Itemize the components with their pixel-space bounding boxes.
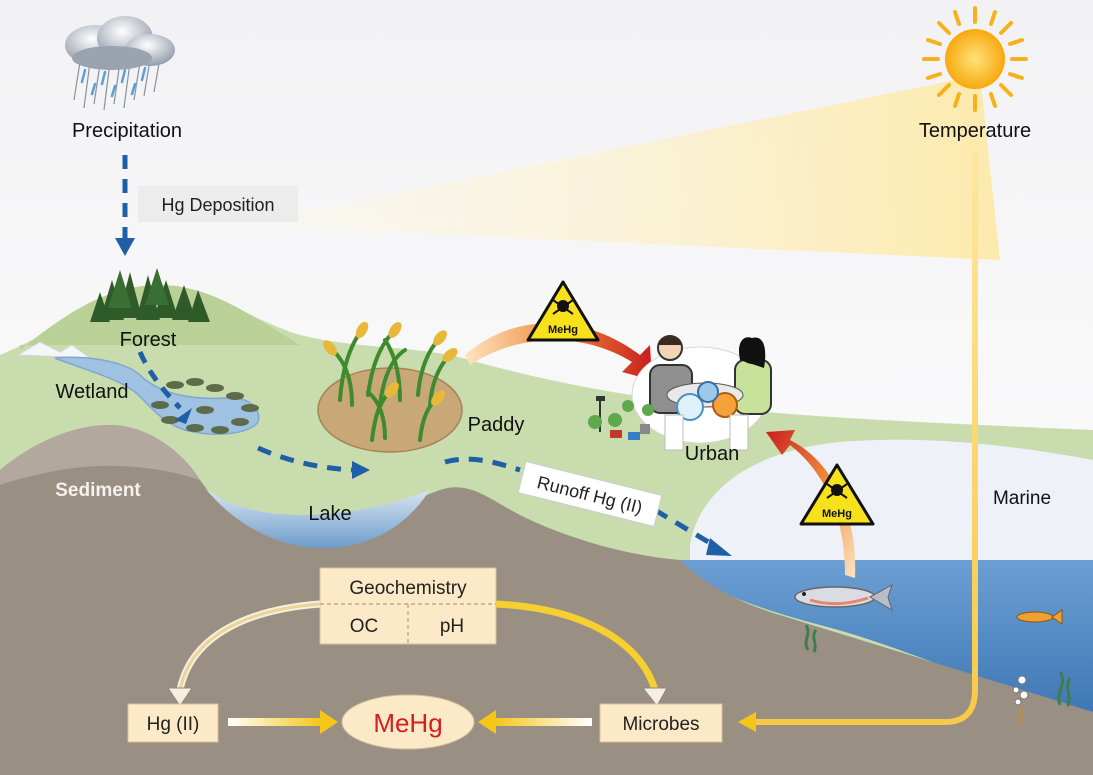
geochem-to-microbes-arrowhead xyxy=(641,687,668,707)
paddy-label: Paddy xyxy=(468,414,525,436)
urban-street-icons xyxy=(588,396,654,440)
urban-people-eating xyxy=(631,335,772,451)
runoff-marine-flow xyxy=(653,507,717,549)
geochemistry-label: Geochemistry xyxy=(349,578,467,599)
forest-trees xyxy=(90,268,210,322)
small-fish-icon xyxy=(1016,609,1063,625)
sediment-highlight xyxy=(0,425,200,485)
urban-label: Urban xyxy=(685,443,739,465)
ph-label: pH xyxy=(440,616,464,637)
wetland-water xyxy=(54,356,260,435)
sea xyxy=(680,560,1093,712)
microbes-to-mehg-arrow xyxy=(494,718,592,726)
temperature-arrow xyxy=(745,150,978,725)
wetland-lake-arrowhead xyxy=(352,461,370,479)
paddy-to-urban-arrow xyxy=(465,323,652,380)
warning-triangle-top: MeHg xyxy=(526,280,600,342)
wetland-label: Wetland xyxy=(55,381,128,403)
warning-right-label: MeHg xyxy=(822,508,852,520)
forest-wetland-flow xyxy=(137,351,182,410)
oc-label: OC xyxy=(350,616,379,637)
geochem-to-microbes-arrow xyxy=(495,600,659,692)
wetland-lake-flow xyxy=(256,445,353,473)
sediment-ground xyxy=(0,425,1093,775)
sun-icon xyxy=(922,6,1028,112)
salmon-fish-icon xyxy=(794,583,893,612)
precipitation-label: Precipitation xyxy=(72,120,182,142)
forest-label: Forest xyxy=(120,329,177,351)
hg-ii-box xyxy=(127,703,219,743)
temperature-label: Temperature xyxy=(919,120,1031,142)
microbes-to-mehg-arrowhead xyxy=(478,710,496,734)
hg-deposition-label: Hg Deposition xyxy=(161,195,274,215)
sun-beam xyxy=(240,75,1000,260)
rain-cloud-icon xyxy=(65,16,175,111)
geochem-to-hg-arrowhead xyxy=(167,687,193,707)
lake-label: Lake xyxy=(308,503,351,525)
marine-label: Marine xyxy=(993,488,1051,509)
lake-water xyxy=(205,488,430,549)
mehg-ellipse xyxy=(341,694,475,750)
sediment-label: Sediment xyxy=(55,480,141,501)
mehg-label: MeHg xyxy=(373,708,442,738)
marine-sky xyxy=(690,439,1093,565)
bubble-icons xyxy=(1012,675,1029,725)
warning-top-label: MeHg xyxy=(548,324,578,336)
wetland-plants xyxy=(151,378,259,434)
warning-triangle-right: MeHg xyxy=(799,463,875,526)
hg-deposition-box xyxy=(138,186,298,222)
microbes-label: Microbes xyxy=(622,714,699,735)
temperature-arrowhead xyxy=(738,712,756,732)
deposition-arrowhead xyxy=(115,238,135,256)
rice-grains xyxy=(323,321,458,406)
microbes-box xyxy=(599,703,723,743)
runoff-marine-arrowhead xyxy=(706,538,732,556)
hg-to-mehg-arrow xyxy=(228,718,322,726)
forest-wetland-arrowhead xyxy=(175,408,192,424)
hg-ii-label: Hg (II) xyxy=(147,714,200,735)
paddy-runoff-flow xyxy=(444,456,521,473)
seaweed-icons xyxy=(804,624,1072,707)
geochemistry-box: Geochemistry OC pH xyxy=(319,567,497,645)
hg-to-mehg-arrowhead xyxy=(320,710,338,734)
paddy-field xyxy=(317,367,463,453)
